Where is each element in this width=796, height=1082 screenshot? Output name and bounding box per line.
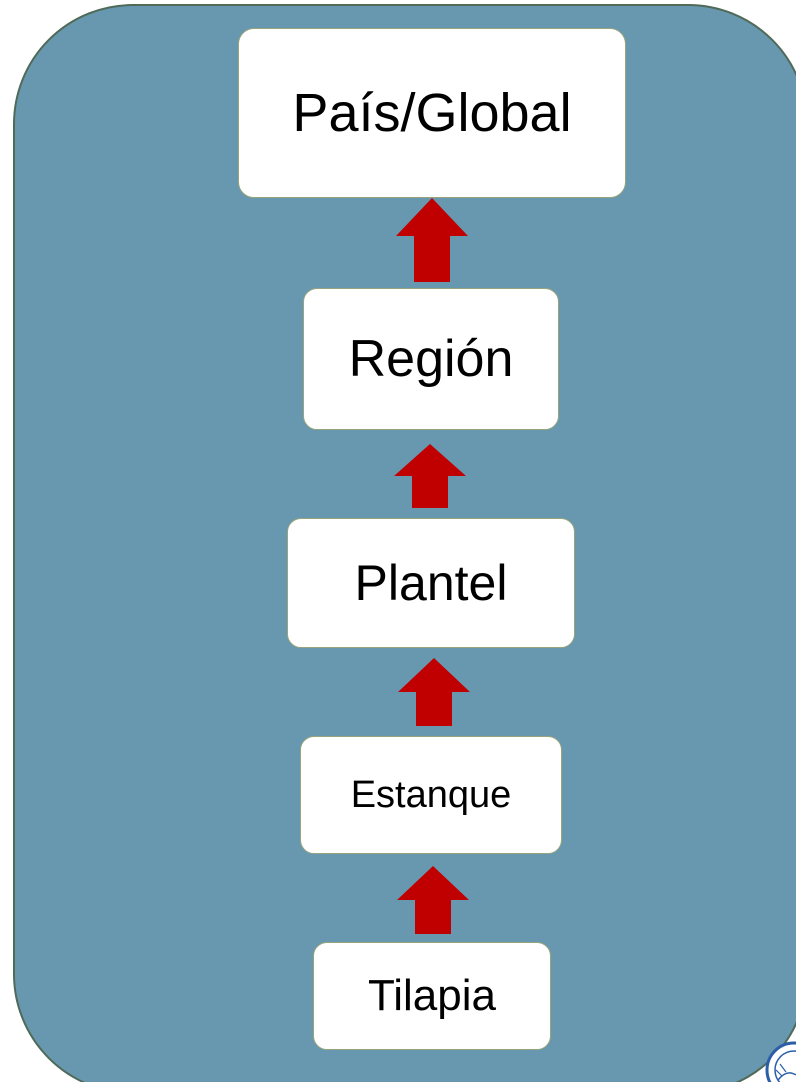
level-label: País/Global [292,83,572,143]
arrow-up-icon [394,444,466,508]
level-label: Región [348,330,514,388]
level-box-estanque: Estanque [300,736,562,854]
seal-icon [764,1040,796,1082]
level-box-pais-global: País/Global [238,28,626,198]
level-label: Tilapia [368,971,496,1020]
level-label: Estanque [350,773,512,816]
arrow-up-icon [397,866,469,934]
level-box-plantel: Plantel [287,518,575,648]
level-box-tilapia: Tilapia [313,942,551,1050]
level-box-region: Región [303,288,559,430]
arrow-up-icon [396,198,468,282]
level-label: Plantel [354,555,508,611]
arrow-up-icon [398,658,470,726]
